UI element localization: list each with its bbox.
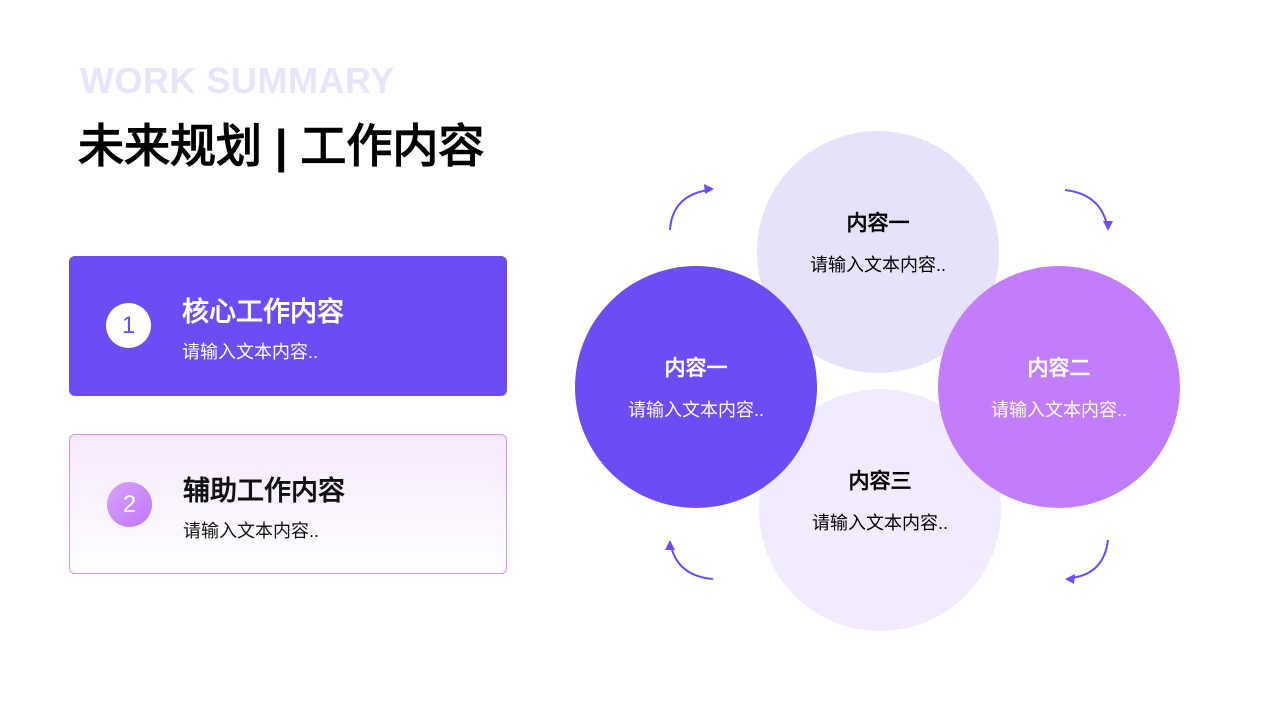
- circle-title: 内容一: [664, 357, 728, 380]
- arrow-icon: [1070, 539, 1109, 579]
- circle-desc: 请输入文本内容..: [627, 400, 764, 420]
- card-title: 核心工作内容: [182, 297, 344, 327]
- number-badge: 2: [107, 482, 152, 527]
- arrow-icon: [1064, 189, 1108, 226]
- page-title: 未来规划 | 工作内容: [78, 120, 485, 172]
- circle-desc: 请输入文本内容..: [990, 400, 1127, 420]
- card-desc: 请输入文本内容..: [183, 521, 320, 541]
- arrow-icon: [670, 545, 714, 580]
- circle-left: 内容一 请输入文本内容..: [575, 266, 817, 508]
- card-desc: 请输入文本内容..: [182, 342, 319, 362]
- eyebrow-text: WORK SUMMARY: [80, 60, 395, 101]
- support-work-card: 2 辅助工作内容 请输入文本内容..: [69, 434, 507, 574]
- arrow-icon: [669, 189, 709, 231]
- number-badge: 1: [106, 303, 151, 348]
- circle-title: 内容一: [846, 212, 910, 235]
- circle-desc: 请输入文本内容..: [809, 255, 946, 275]
- card-title: 辅助工作内容: [183, 476, 345, 506]
- circle-title: 内容三: [848, 470, 912, 493]
- circle-right: 内容二 请输入文本内容..: [938, 266, 1180, 508]
- circle-title: 内容二: [1027, 357, 1091, 380]
- core-work-card: 1 核心工作内容 请输入文本内容..: [69, 256, 507, 396]
- circle-desc: 请输入文本内容..: [811, 513, 948, 533]
